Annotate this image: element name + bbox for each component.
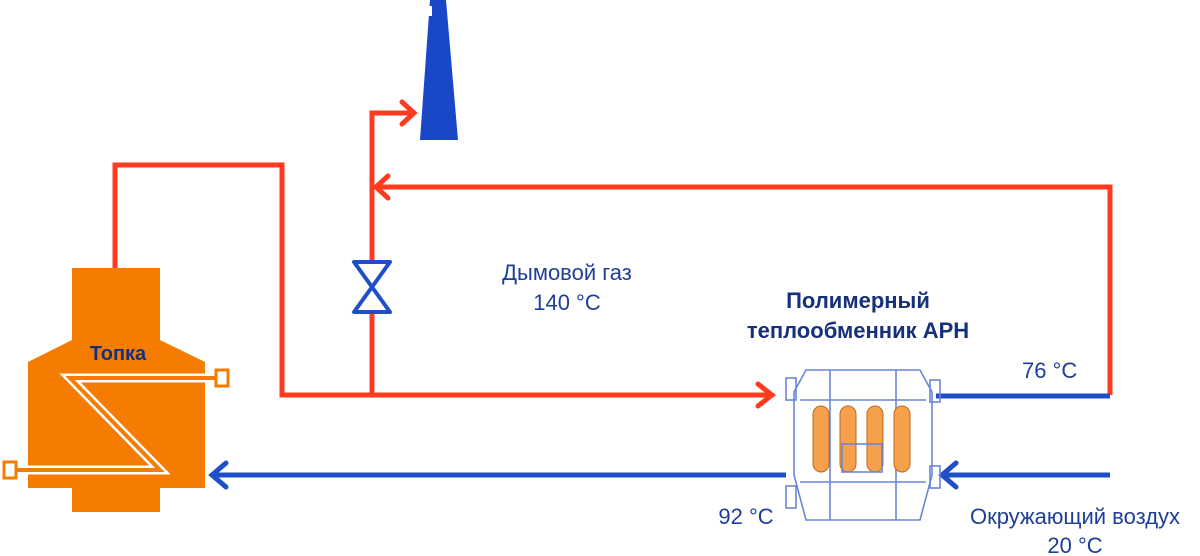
cold-arrowheads (208, 460, 959, 490)
furnace-outlet-line (112, 162, 770, 398)
ambient-air-name: Окружающий воздух (970, 504, 1180, 529)
arrow-to-furnace (208, 460, 229, 490)
furnace-label: Топка (90, 343, 147, 365)
flue-gas-name: Дымовой газ (502, 260, 632, 285)
bypass-line (369, 110, 412, 395)
exchanger-title-line2: теплообменник APH (747, 318, 969, 343)
ambient-air-temp: 20 °C (1047, 533, 1102, 556)
arrow-return (372, 173, 391, 201)
temp-76-label: 76 °C (1022, 358, 1077, 383)
chimney-icon (420, 0, 458, 140)
temp-92-label: 92 °C (718, 504, 773, 529)
arrow-to-stack (399, 99, 418, 127)
aph-return-line (378, 184, 1113, 395)
flue-gas-temp: 140 °C (533, 290, 601, 315)
valve-icon[interactable] (352, 260, 392, 314)
hot-flue-gas-lines (112, 110, 1113, 398)
furnace-icon (2, 268, 230, 512)
hot-arrowheads (372, 99, 777, 409)
arrow-to-aph (755, 381, 777, 409)
heat-exchanger-icon (785, 369, 941, 521)
arrow-into-aph (938, 460, 959, 490)
exchanger-title-line1: Полимерный (786, 288, 930, 313)
cold-air-lines (212, 393, 1110, 478)
